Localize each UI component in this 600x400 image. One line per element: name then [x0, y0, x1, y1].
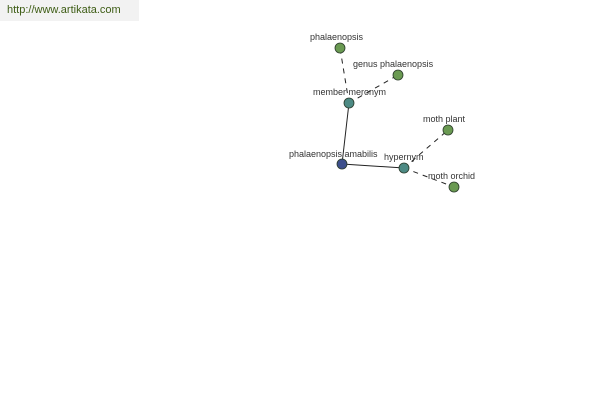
node-marker[interactable]	[442, 124, 454, 136]
node-marker[interactable]	[398, 162, 410, 174]
node-label: phalaenopsis	[310, 32, 364, 42]
edges-layer	[339, 47, 455, 188]
node-moth-plant[interactable]: moth plant	[423, 114, 466, 136]
node-genus-phalaenopsis[interactable]: genus phalaenopsis	[353, 59, 434, 81]
node-marker[interactable]	[392, 69, 404, 81]
node-label: moth plant	[423, 114, 466, 124]
node-label: genus phalaenopsis	[353, 59, 434, 69]
site-url-link[interactable]: http://www.artikata.com	[0, 0, 139, 21]
edge-hypernym-to-moth-plant	[403, 129, 449, 169]
edge-center-to-member-meronym	[341, 102, 350, 165]
edge-center-to-hypernym	[341, 163, 405, 169]
node-marker[interactable]	[343, 97, 355, 109]
node-marker[interactable]	[448, 181, 460, 193]
node-label: member meronym	[313, 87, 386, 97]
node-label: moth orchid	[428, 171, 475, 181]
node-label: hypernym	[384, 152, 424, 162]
nodes-layer: phalaenopsis amabilis member meronym phala…	[289, 32, 475, 193]
node-center[interactable]: phalaenopsis amabilis	[289, 149, 378, 170]
node-label: phalaenopsis amabilis	[289, 149, 378, 159]
node-member-meronym[interactable]: member meronym	[313, 87, 386, 109]
node-phalaenopsis[interactable]: phalaenopsis	[310, 32, 364, 54]
node-marker[interactable]	[334, 42, 346, 54]
node-marker[interactable]	[336, 158, 348, 170]
node-hypernym[interactable]: hypernym	[384, 152, 424, 174]
node-moth-orchid[interactable]: moth orchid	[428, 171, 475, 193]
edge-hypernym-to-moth-orchid	[403, 167, 455, 188]
